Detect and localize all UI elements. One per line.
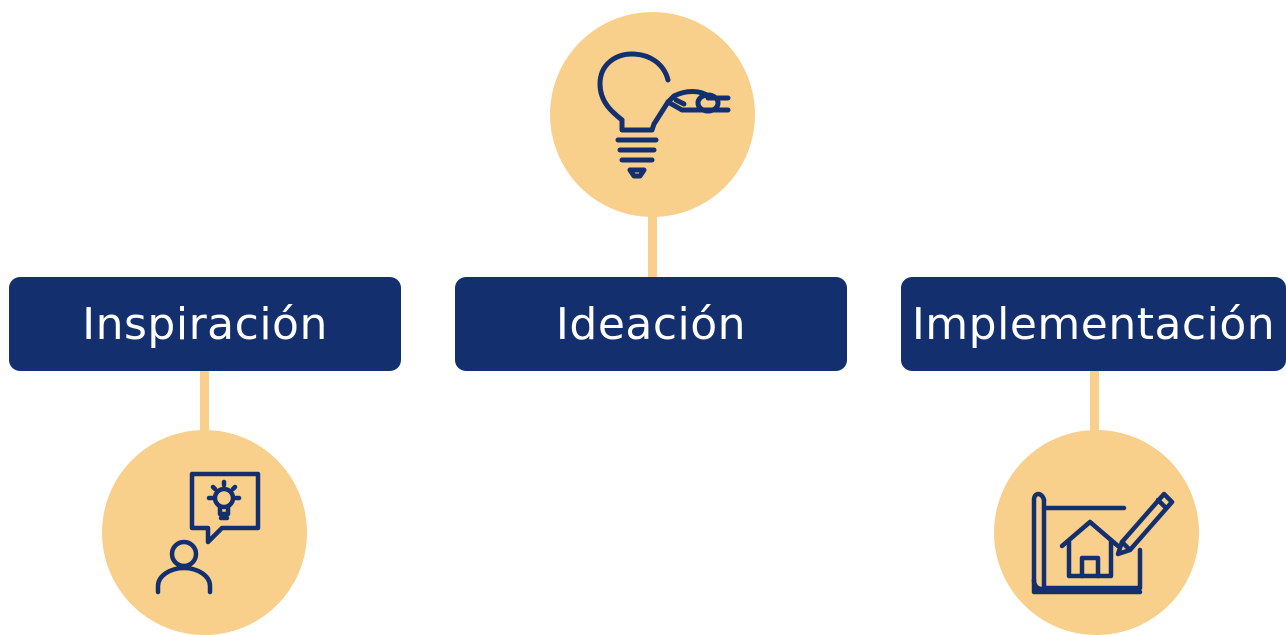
ideacion-icon-circle bbox=[550, 12, 755, 217]
stage-ideacion: Ideación bbox=[455, 277, 847, 371]
stage-label: Ideación bbox=[555, 298, 747, 350]
house-blueprint-with-pencil-icon bbox=[994, 430, 1199, 635]
stage-label: Inspiración bbox=[82, 298, 328, 350]
stage-implementacion: Implementación bbox=[901, 277, 1286, 371]
implementacion-icon-circle bbox=[994, 430, 1199, 635]
connector-implementacion bbox=[1090, 370, 1099, 432]
stage-label: Implementación bbox=[911, 298, 1276, 350]
connector-inspiracion bbox=[200, 370, 209, 432]
inspiracion-icon-circle bbox=[102, 430, 307, 635]
stage-inspiracion: Inspiración bbox=[9, 277, 401, 371]
person-with-idea-speech-bubble-icon bbox=[102, 430, 307, 635]
lightbulb-with-pencil-icon bbox=[550, 12, 755, 217]
connector-ideacion bbox=[648, 214, 657, 278]
